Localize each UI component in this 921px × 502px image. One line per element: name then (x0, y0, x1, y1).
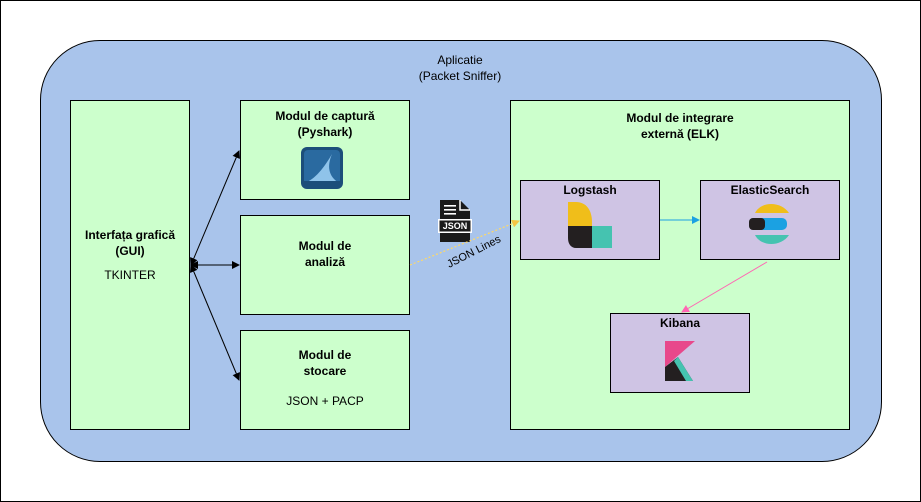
gui-subtitle: TKINTER (104, 268, 156, 282)
kibana-title: Kibana (659, 316, 700, 330)
analysis-title-line1: Modul de (298, 239, 352, 253)
capture-title-line2: (Pyshark) (297, 125, 353, 139)
elasticsearch-kibana-edge (681, 261, 768, 313)
elk-module-title: Modul de integrare externă (ELK) (510, 110, 850, 142)
analysis-module-title: Modul de analiză (240, 238, 410, 270)
storage-module-title: Modul de stocare (240, 347, 410, 379)
json-file-icon (438, 200, 472, 242)
gui-title-line2: (GUI) (115, 244, 145, 258)
app-title-line1: Aplicatie (437, 53, 483, 67)
elk-title-line1: Modul de integrare (626, 111, 734, 125)
storage-title-line2: stocare (303, 364, 347, 378)
logstash-title: Logstash (563, 183, 617, 197)
gui-capture-edge (190, 150, 240, 266)
app-title-line2: (Packet Sniffer) (418, 69, 502, 83)
elasticsearch-icon (749, 204, 789, 244)
gui-title-line1: Interfața grafică (84, 228, 176, 242)
analysis-module-box (240, 215, 410, 315)
json-lines-edge (409, 219, 520, 266)
json-file-label: JSON (442, 221, 468, 231)
wireshark-icon (301, 147, 343, 189)
elasticsearch-title: ElasticSearch (730, 183, 810, 197)
elk-title-line2: externă (ELK) (640, 127, 720, 141)
gui-title: Interfața grafică (GUI) (70, 227, 190, 259)
capture-module-title: Modul de captură (Pyshark) (240, 108, 410, 140)
storage-subtitle: JSON + PACP (286, 394, 364, 408)
logstash-icon (568, 202, 612, 248)
gui-storage-edge (190, 264, 240, 381)
app-title: Aplicatie (Packet Sniffer) (360, 52, 560, 84)
storage-module-box (240, 330, 410, 430)
storage-title-line1: Modul de (298, 348, 352, 362)
gui-box (70, 100, 190, 430)
capture-title-line1: Modul de captură (275, 109, 375, 123)
kibana-icon (665, 341, 695, 381)
analysis-title-line2: analiză (304, 255, 346, 269)
